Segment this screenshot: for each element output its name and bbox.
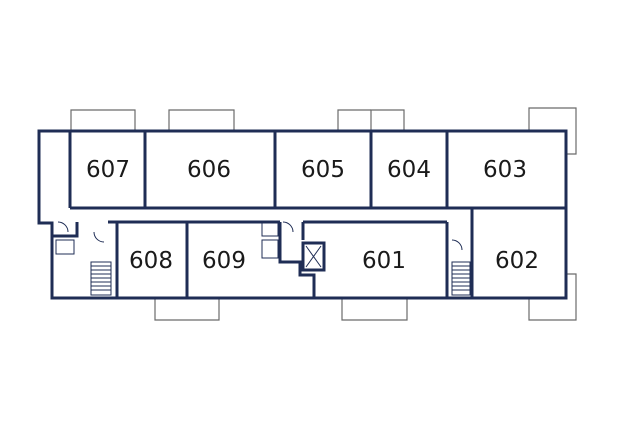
utility-box-2 (261, 221, 279, 237)
core-details (55, 221, 471, 296)
utility-box-1 (261, 239, 279, 259)
door-swing-west (57, 221, 69, 233)
unit-609-label: 609 (202, 248, 246, 274)
wall-609-right (278, 222, 316, 298)
west-core-wall (52, 222, 79, 238)
unit-606-label: 606 (187, 157, 231, 183)
balcony-602 (528, 273, 577, 321)
balconies-bottom (154, 273, 577, 321)
balcony-607 (70, 109, 136, 131)
elevator-cross (305, 245, 322, 268)
unit-605-label: 605 (301, 157, 345, 183)
elevator-shaft (301, 241, 326, 272)
balcony-609 (187, 298, 220, 321)
door-swing-core (93, 231, 105, 243)
balcony-603 (528, 107, 577, 155)
unit-601-label: 601 (362, 248, 406, 274)
balcony-608 (154, 298, 187, 321)
unit-604-label: 604 (387, 157, 431, 183)
balcony-606 (168, 109, 235, 131)
west-closet (55, 239, 75, 255)
balcony-604 (370, 109, 405, 131)
unit-607-label: 607 (86, 157, 130, 183)
door-swing-mid (282, 221, 294, 233)
balcony-605 (337, 109, 371, 131)
unit-602-label: 602 (495, 248, 539, 274)
balcony-601 (341, 298, 408, 321)
unit-labels: 607 606 605 604 603 608 609 601 602 (86, 157, 539, 274)
door-swing-east (451, 239, 463, 251)
walls (37, 129, 568, 300)
outer-wall (37, 129, 568, 300)
unit-603-label: 603 (483, 157, 527, 183)
stair-west-treads (91, 265, 111, 291)
unit-608-label: 608 (129, 248, 173, 274)
stair-east-treads (452, 265, 470, 291)
balconies-top (70, 107, 577, 155)
